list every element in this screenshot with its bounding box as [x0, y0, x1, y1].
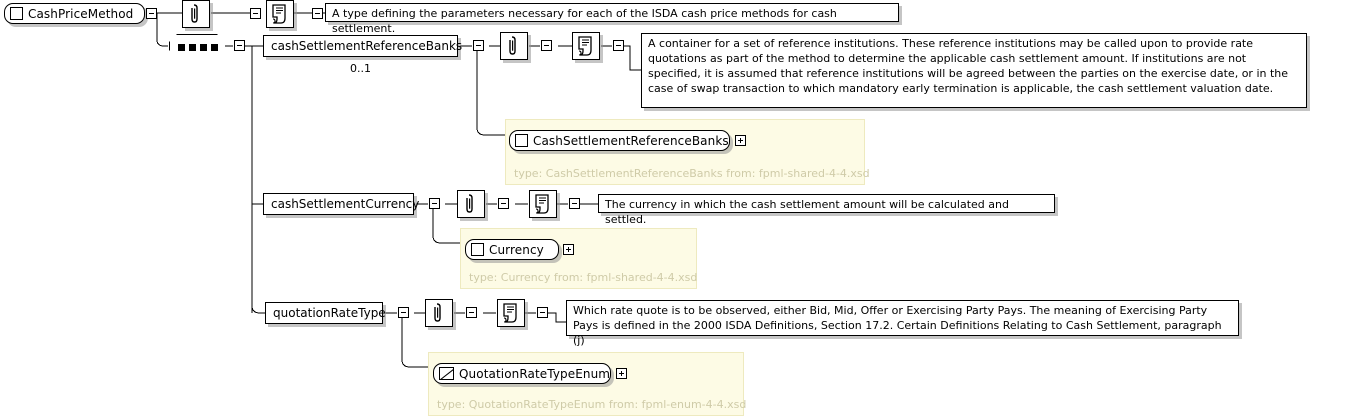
type-reference-caption: type: Currency from: fpml-shared-4-4.xsd	[469, 271, 698, 284]
type-reference-panel-cash-settlement-reference-banks: type: CashSettlementReferenceBanks from:…	[505, 119, 870, 185]
complex-type-icon	[10, 7, 23, 20]
annotation-document-icon[interactable]	[529, 190, 557, 218]
annotation-toggle[interactable]	[613, 40, 624, 51]
attributes-toggle[interactable]	[466, 307, 477, 318]
type-capsule-cash-settlement-reference-banks[interactable]: CashSettlementReferenceBanks	[509, 130, 730, 151]
element-collapse-toggle[interactable]	[429, 198, 440, 209]
sequence-dot	[200, 43, 207, 51]
type-expand-toggle[interactable]	[616, 368, 627, 379]
type-reference-caption: type: CashSettlementReferenceBanks from:…	[514, 167, 870, 180]
paperclip-icon[interactable]	[500, 32, 528, 60]
type-expand-toggle[interactable]	[563, 244, 574, 255]
root-type-capsule[interactable]: CashPriceMethod	[4, 3, 145, 24]
element-documentation: A container for a set of reference insti…	[641, 33, 1307, 108]
element-box-quotation-rate-type[interactable]: quotationRateType	[265, 302, 386, 324]
element-label: quotationRateType	[273, 306, 386, 320]
annotation-document-icon[interactable]	[497, 299, 525, 327]
sequence-collapse-toggle[interactable]	[234, 40, 245, 51]
paperclip-icon[interactable]	[425, 299, 453, 327]
element-documentation: The currency in which the cash settlemen…	[598, 194, 1055, 226]
occurrence-indicator: 0..1	[350, 62, 371, 75]
element-box-cash-settlement-currency[interactable]: cashSettlementCurrency	[263, 193, 419, 215]
sequence-icon[interactable]	[169, 34, 225, 58]
sequence-dot	[189, 43, 196, 51]
element-label: cashSettlementCurrency	[271, 197, 420, 211]
root-type-label: CashPriceMethod	[28, 6, 134, 21]
element-documentation: Which rate quote is to be observed, eith…	[566, 300, 1239, 347]
type-capsule-quotation-rate-type-enum[interactable]: QuotationRateTypeEnum	[433, 363, 611, 384]
paperclip-icon[interactable]	[182, 0, 210, 28]
element-collapse-toggle[interactable]	[398, 307, 409, 318]
annotation-document-icon[interactable]	[572, 32, 600, 60]
type-capsule-label: Currency	[489, 242, 544, 257]
type-expand-toggle[interactable]	[735, 135, 746, 146]
type-reference-panel-quotation-rate-type-enum: type: QuotationRateTypeEnum from: fpml-e…	[428, 352, 747, 416]
annotation-toggle[interactable]	[569, 198, 580, 209]
complex-type-icon	[515, 134, 528, 147]
root-attributes-toggle[interactable]	[250, 8, 261, 19]
simple-type-icon	[439, 367, 454, 380]
type-capsule-label: QuotationRateTypeEnum	[459, 366, 611, 381]
complex-type-icon	[471, 243, 484, 256]
attributes-toggle[interactable]	[541, 40, 552, 51]
root-documentation: A type defining the parameters necessary…	[325, 3, 899, 35]
annotation-toggle[interactable]	[537, 307, 548, 318]
root-collapse-toggle[interactable]	[146, 8, 157, 19]
root-annotation-toggle[interactable]	[312, 8, 323, 19]
type-capsule-currency[interactable]: Currency	[465, 239, 559, 260]
paperclip-icon[interactable]	[457, 190, 485, 218]
sequence-dot	[178, 43, 185, 51]
attributes-toggle[interactable]	[498, 198, 509, 209]
type-capsule-label: CashSettlementReferenceBanks	[533, 133, 729, 148]
element-collapse-toggle[interactable]	[473, 40, 484, 51]
element-box-cash-settlement-reference-banks[interactable]: cashSettlementReferenceBanks	[263, 35, 462, 57]
sequence-dot	[211, 43, 218, 51]
annotation-document-icon[interactable]	[266, 0, 294, 28]
element-label: cashSettlementReferenceBanks	[271, 39, 463, 53]
type-reference-caption: type: QuotationRateTypeEnum from: fpml-e…	[437, 398, 747, 411]
